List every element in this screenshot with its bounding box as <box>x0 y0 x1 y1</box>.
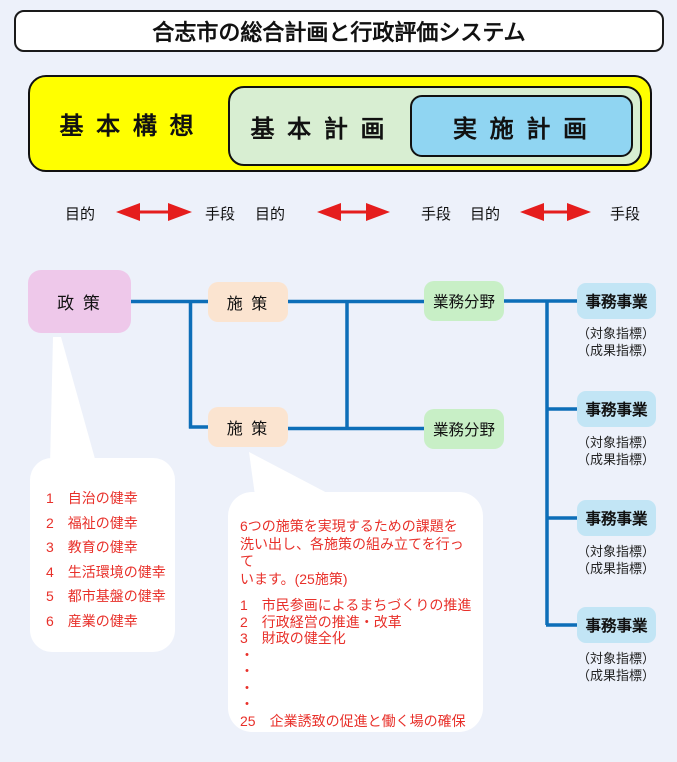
policy-node: 政 策 <box>28 270 131 333</box>
means-label-1: 手段 <box>204 206 235 223</box>
measure-callout-item: ・ <box>240 696 254 712</box>
policy-callout: 1 自治の健幸 2 福祉の健幸 3 教育の健幸 4 生活環境の健幸 5 都市基盤… <box>30 458 175 652</box>
project-node-4: 事務事業 <box>577 607 656 643</box>
page-title: 合志市の総合計画と行政評価システム <box>14 10 664 52</box>
measure-callout-paragraph: 6つの施策を実現するための課題を 洗い出し、各施策の組み立てを行って います。(… <box>240 518 464 587</box>
policy-callout-item: 2 福祉の健幸 <box>46 514 138 531</box>
measure-callout-list: 1 市民参画によるまちづくりの推進 2 行政経営の推進・改革 3 財政の健全化 … <box>240 597 475 729</box>
project-node-2: 事務事業 <box>577 391 656 427</box>
policy-callout-item: 5 都市基盤の健幸 <box>46 588 166 604</box>
purpose-label-3: 目的 <box>469 206 500 223</box>
purpose-label-2: 目的 <box>254 206 285 223</box>
target-indicator-label-1: （対象指標） <box>576 326 655 341</box>
measure-node-1: 施 策 <box>208 282 288 322</box>
policy-callout-item: 6 産業の健幸 <box>46 612 138 629</box>
measure-callout: 6つの施策を実現するための課題を 洗い出し、各施策の組み立てを行って います。(… <box>228 492 483 732</box>
basic-concept-label: 基 本 構 想 <box>59 113 197 140</box>
target-indicator-label-2: （対象指標） <box>576 435 655 450</box>
target-indicator-label-4: （対象指標） <box>576 651 655 666</box>
policy-callout-item: 1 自治の健幸 <box>46 490 138 506</box>
purpose-label-1: 目的 <box>64 206 95 223</box>
implementation-plan-box <box>410 95 633 157</box>
outcome-indicator-label-2: （成果指標） <box>576 452 655 467</box>
business-field-node-2: 業務分野 <box>424 409 504 449</box>
policy-callout-item: 4 生活環境の健幸 <box>46 563 166 580</box>
means-label-2: 手段 <box>420 206 451 223</box>
basic-plan-label: 基 本 計 画 <box>250 115 388 143</box>
measure-callout-item: 2 行政経営の推進・改革 <box>240 613 402 630</box>
outcome-indicator-label-4: （成果指標） <box>576 668 655 683</box>
policy-callout-item: 3 教育の健幸 <box>46 539 138 555</box>
measure-callout-item: 3 財政の健全化 <box>240 630 346 646</box>
outcome-indicator-label-3: （成果指標） <box>576 561 655 576</box>
measure-callout-item: ・ <box>240 679 254 696</box>
measure-callout-item: 1 市民参画によるまちづくりの推進 <box>240 597 472 613</box>
business-field-node-1: 業務分野 <box>424 281 504 321</box>
outcome-indicator-label-1: （成果指標） <box>576 343 655 358</box>
project-node-1: 事務事業 <box>577 283 656 319</box>
flow-connectors <box>131 299 578 627</box>
policy-callout-tail <box>50 337 97 466</box>
measure-node-2: 施 策 <box>208 407 288 447</box>
measure-callout-item: 25 企業誘致の促進と働く場の確保 <box>240 712 466 729</box>
implementation-plan-label: 実 施 計 画 <box>452 115 590 143</box>
means-label-3: 手段 <box>609 206 640 223</box>
target-indicator-label-3: （対象指標） <box>576 544 655 559</box>
measure-callout-item: ・ <box>240 646 254 663</box>
measure-callout-item: ・ <box>240 663 254 679</box>
project-node-3: 事務事業 <box>577 500 656 536</box>
